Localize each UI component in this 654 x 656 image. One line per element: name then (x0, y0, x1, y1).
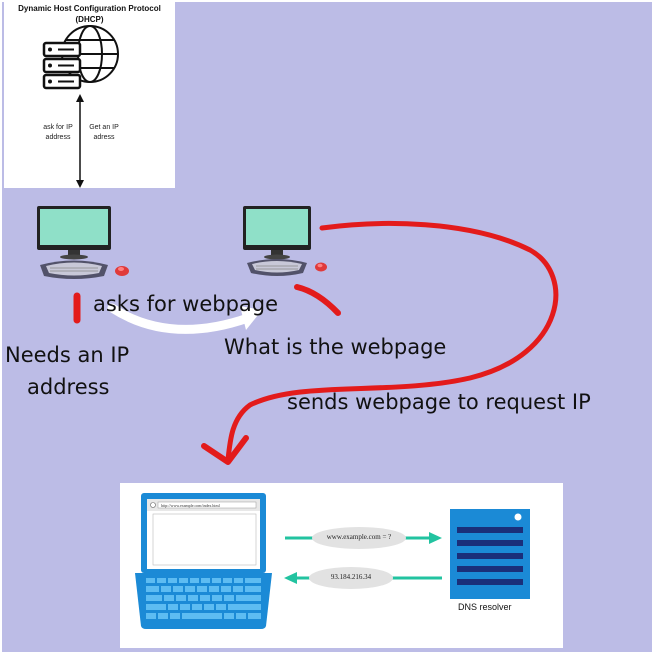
query-oval (312, 527, 406, 549)
sends-webpage-label: sends webpage to request IP (287, 390, 591, 414)
asks-for-webpage-label: asks for webpage (93, 292, 279, 316)
dns-resolver-label: DNS resolver (458, 602, 512, 612)
red-arrow-head (201, 435, 249, 465)
get-ip-label: Get an IP adress (89, 124, 119, 141)
ask-for-ip-label: ask for IP address (43, 124, 73, 141)
dns-query-text: www.example.com = ? (326, 533, 392, 541)
dns-illustration (135, 493, 530, 629)
what-is-webpage-label: What is the webpage (224, 335, 447, 359)
dns-server-icon (450, 509, 530, 599)
laptop-icon (135, 493, 272, 629)
white-arrow-head (240, 306, 262, 330)
dns-answer-text: 93.184.216.34 (330, 573, 372, 581)
white-arrow (107, 303, 253, 334)
dhcp-title: Dynamic Host Configuration Protocol (18, 4, 161, 13)
query-arrow-head (429, 532, 442, 544)
computer-1-icon (37, 206, 129, 279)
dns-panel: http://www.example.com/index.html www.ex… (120, 483, 563, 648)
dhcp-subtitle: (DHCP) (75, 15, 104, 24)
needs-ip-label-line1: Needs an IP (5, 343, 130, 367)
answer-arrow-head (284, 572, 297, 584)
server-globe-icon (42, 25, 119, 188)
answer-oval (309, 567, 393, 589)
red-mark-right (294, 284, 341, 316)
browser-url: http://www.example.com/index.html (161, 503, 220, 508)
computer-2-icon (243, 206, 327, 276)
dhcp-panel: Dynamic Host Configuration Protocol (DHC… (4, 2, 175, 188)
needs-ip-label-line2: address (27, 375, 110, 399)
red-long-arrow (225, 220, 559, 463)
